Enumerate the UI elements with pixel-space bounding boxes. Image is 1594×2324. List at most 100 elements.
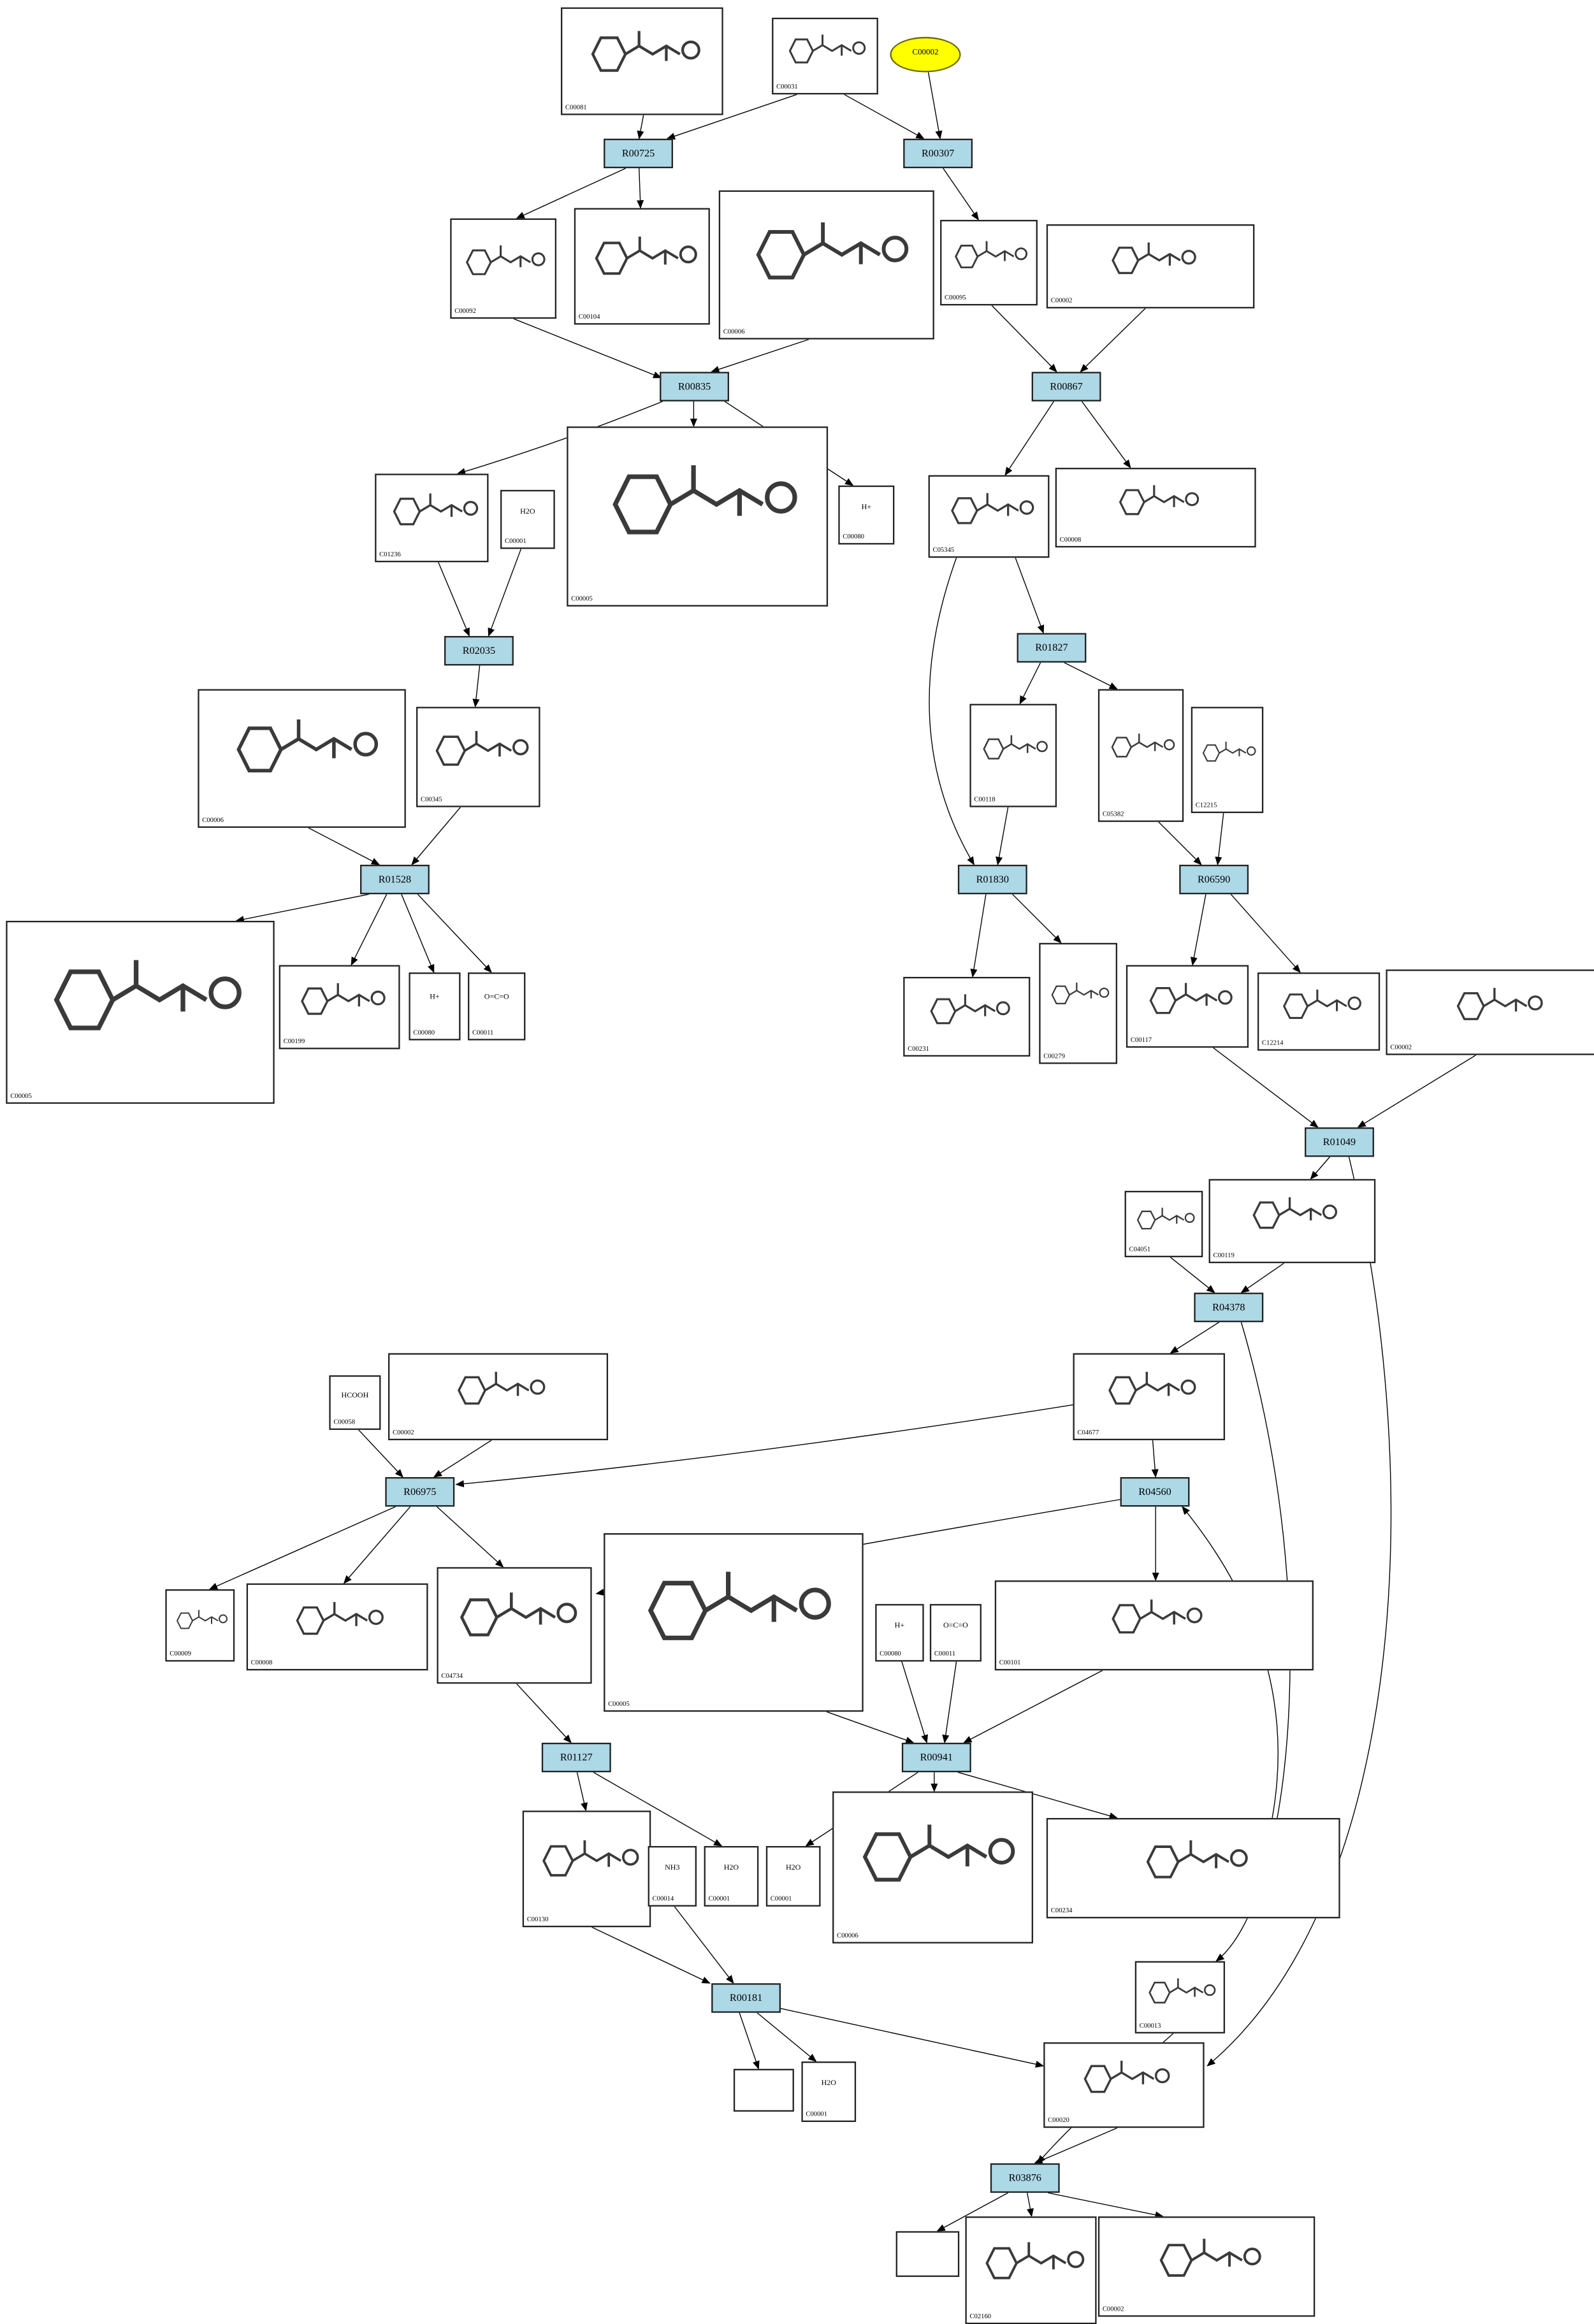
compound-node-C12215[interactable]: C12215 bbox=[1191, 707, 1264, 813]
compound-id-label: C00080 bbox=[880, 1650, 901, 1658]
reaction-node-R00307[interactable]: R00307 bbox=[903, 138, 973, 168]
compound-id-label: C00020 bbox=[1048, 2116, 1069, 2125]
reaction-node-R00725[interactable]: R00725 bbox=[604, 138, 673, 168]
compound-node-C00005[interactable]: C00005 bbox=[604, 1533, 864, 1712]
reaction-node-R04560[interactable]: R04560 bbox=[1120, 1477, 1190, 1507]
compound-id-label: C00001 bbox=[770, 1895, 792, 1903]
compound-node-C00080[interactable]: H+C00080 bbox=[409, 972, 461, 1041]
compound-node-C00006[interactable]: C00006 bbox=[832, 1791, 1033, 1944]
compound-node-C00005[interactable]: C00005 bbox=[567, 426, 829, 607]
compound-node-C00279[interactable]: C00279 bbox=[1039, 942, 1117, 1064]
reaction-id-label: R01830 bbox=[976, 872, 1009, 885]
edge-c05345-to-r01830 bbox=[929, 558, 975, 865]
molecule-structure-icon bbox=[435, 730, 528, 765]
compound-id-label: C00006 bbox=[837, 1932, 859, 1940]
compound-node-C00013[interactable]: C00013 bbox=[1134, 1961, 1226, 2034]
edge-c00001_a-to-r02035 bbox=[488, 549, 522, 637]
edge-c00006_b-to-r01528 bbox=[308, 827, 380, 865]
edge-r00181-to-c00020 bbox=[773, 2006, 1045, 2068]
compound-node-C00117[interactable]: C00117 bbox=[1126, 965, 1249, 1048]
compound-node-C00095[interactable]: C00095 bbox=[940, 220, 1038, 306]
compound-node-C00002[interactable]: C00002 bbox=[1386, 969, 1594, 1055]
reaction-node-R06590[interactable]: R06590 bbox=[1179, 865, 1249, 895]
molecule-structure-icon bbox=[296, 1602, 384, 1636]
reaction-node-R01049[interactable]: R01049 bbox=[1305, 1127, 1374, 1157]
compound-node-C00234[interactable]: C00234 bbox=[1046, 1817, 1340, 1919]
compound-node-C02160[interactable]: C02160 bbox=[965, 2216, 1097, 2324]
compound-node-C00002[interactable]: C00002 bbox=[388, 1353, 609, 1441]
molecule-structure-icon bbox=[1282, 990, 1361, 1020]
edge-r00725-to-c00092 bbox=[516, 168, 627, 219]
reaction-node-R00835[interactable]: R00835 bbox=[660, 372, 729, 401]
molecule-structure-icon bbox=[1108, 1372, 1196, 1405]
compound-node-C00119[interactable]: C00119 bbox=[1208, 1179, 1376, 1264]
compound-node-C05382[interactable]: C05382 bbox=[1098, 689, 1184, 822]
compound-node-C00006[interactable]: C00006 bbox=[198, 689, 406, 828]
compound-node-C00009[interactable]: C00009 bbox=[165, 1589, 235, 1662]
compound-node-C00130[interactable]: C00130 bbox=[522, 1810, 651, 1928]
compound-node-C00080[interactable]: H+C00080 bbox=[838, 485, 895, 545]
compound-node-C00199[interactable]: C00199 bbox=[279, 965, 400, 1050]
molecule-structure-icon bbox=[542, 1840, 639, 1877]
molecule-structure-icon bbox=[466, 245, 546, 275]
compound-node-C00118[interactable]: C00118 bbox=[969, 704, 1057, 807]
reaction-id-label: R00725 bbox=[621, 147, 655, 159]
compound-node-C04051[interactable]: C04051 bbox=[1124, 1190, 1203, 1257]
compound-node-C00006[interactable]: C00006 bbox=[718, 190, 934, 340]
reaction-node-R03876[interactable]: R03876 bbox=[990, 2163, 1060, 2193]
compound-node-C00345[interactable]: C00345 bbox=[416, 707, 540, 807]
molecule-structure-icon bbox=[1456, 988, 1543, 1021]
compound-node-C01236[interactable]: C01236 bbox=[375, 473, 489, 563]
compound-node-C00231[interactable]: C00231 bbox=[903, 976, 1031, 1057]
reaction-node-R00867[interactable]: R00867 bbox=[1031, 372, 1101, 401]
reaction-node-R00941[interactable]: R00941 bbox=[901, 1742, 971, 1773]
compound-id-label: C00199 bbox=[283, 1037, 305, 1046]
edge-c01236-to-r02035 bbox=[438, 562, 470, 637]
compound-node-C00101[interactable]: C00101 bbox=[994, 1580, 1314, 1671]
compound-node-C00008[interactable]: C00008 bbox=[246, 1583, 428, 1671]
compound-id-label: C00130 bbox=[526, 1916, 549, 1924]
compound-node-C00080[interactable]: H+C00080 bbox=[875, 1604, 924, 1662]
reaction-node-R06975[interactable]: R06975 bbox=[385, 1477, 455, 1507]
compound-id-label: C00234 bbox=[1050, 1907, 1073, 1915]
compound-node-C04734[interactable]: C04734 bbox=[437, 1567, 592, 1684]
molecule-structure-icon bbox=[1136, 1207, 1195, 1229]
compound-node-C05345[interactable]: C05345 bbox=[928, 475, 1050, 558]
compound-node-C00092[interactable]: C00092 bbox=[450, 218, 557, 319]
reaction-node-R01827[interactable]: R01827 bbox=[1017, 633, 1087, 663]
edge-c05382-to-r06590 bbox=[1158, 821, 1202, 865]
compound-node-C12214[interactable]: C12214 bbox=[1257, 972, 1380, 1051]
compound-node-C04677[interactable]: C04677 bbox=[1073, 1353, 1226, 1441]
molecule-structure-icon bbox=[985, 2242, 1084, 2279]
highlighted-compound-label: C00002 bbox=[912, 48, 939, 58]
reaction-id-label: R01827 bbox=[1035, 641, 1068, 653]
reaction-node-R01528[interactable]: R01528 bbox=[360, 865, 430, 895]
compound-node-C00104[interactable]: C00104 bbox=[574, 208, 710, 325]
molecule-structure-icon bbox=[595, 236, 697, 275]
compound-node-C00081[interactable]: C00081 bbox=[560, 7, 723, 115]
highlighted-compound-node-C00002[interactable]: C00002 bbox=[890, 36, 961, 73]
compound-node-C00031[interactable]: C00031 bbox=[772, 17, 878, 95]
edge-r01528-to-c00080_b bbox=[401, 894, 435, 974]
compound-node-C00020[interactable]: C00020 bbox=[1043, 2042, 1205, 2128]
compound-node-C00005[interactable]: C00005 bbox=[6, 920, 275, 1104]
reaction-node-R04378[interactable]: R04378 bbox=[1194, 1292, 1264, 1322]
compound-node-C00008[interactable]: C00008 bbox=[1055, 468, 1256, 548]
compound-node-C00002[interactable]: C00002 bbox=[1046, 224, 1255, 308]
reaction-node-R02035[interactable]: R02035 bbox=[444, 636, 514, 666]
molecule-structure-icon bbox=[460, 1592, 577, 1637]
reaction-id-label: R00307 bbox=[921, 147, 955, 159]
reaction-node-R01127[interactable]: R01127 bbox=[541, 1742, 611, 1773]
reaction-node-R01830[interactable]: R01830 bbox=[957, 865, 1027, 895]
compound-node-C00002[interactable]: C00002 bbox=[1098, 2216, 1315, 2317]
edge-c00130-to-r00181 bbox=[591, 1926, 711, 1984]
reaction-node-R00181[interactable]: R00181 bbox=[711, 1983, 781, 2013]
